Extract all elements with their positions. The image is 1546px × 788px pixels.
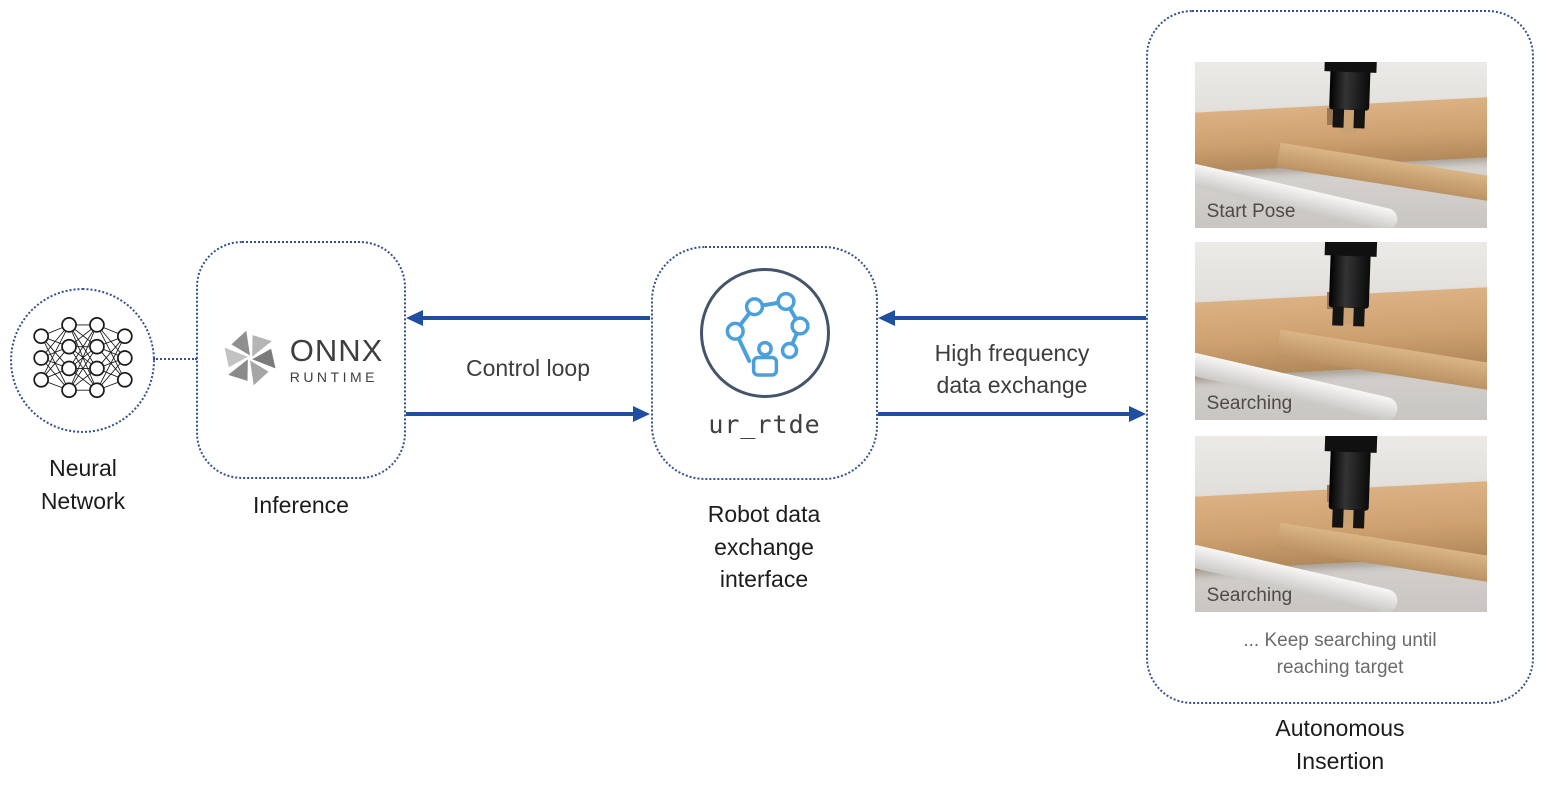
urrtde-node: ur_rtde bbox=[651, 246, 878, 480]
urrtde-code-label: ur_rtde bbox=[708, 410, 821, 439]
arrowhead-right-icon bbox=[1129, 406, 1146, 422]
photo-searching-2: Searching bbox=[1195, 436, 1487, 612]
arrow-urrtde-to-robot bbox=[878, 406, 1146, 422]
arrow-robot-to-urrtde bbox=[878, 310, 1146, 326]
keep-searching-note: ... Keep searching until reaching target bbox=[1243, 630, 1437, 678]
photo-start-pose: Start Pose bbox=[1195, 62, 1487, 228]
robot-gripper bbox=[1328, 242, 1371, 325]
wood-peg bbox=[1339, 109, 1358, 135]
urrtde-label: Robot data exchange interface bbox=[707, 501, 821, 593]
inference-label: Inference bbox=[253, 492, 349, 518]
photo-caption: Searching bbox=[1206, 392, 1293, 414]
photo-searching-1: Searching bbox=[1195, 242, 1487, 420]
photo-caption: Start Pose bbox=[1206, 201, 1296, 223]
neural-network-icon bbox=[22, 297, 144, 424]
photo-caption: Searching bbox=[1206, 584, 1293, 606]
arrow-urrtde-to-inference bbox=[406, 310, 650, 326]
onnx-runtime-logo: ONNX RUNTIME bbox=[219, 327, 384, 394]
neural-network-node bbox=[10, 288, 155, 433]
robot-gripper bbox=[1328, 436, 1372, 527]
inference-node: ONNX RUNTIME bbox=[196, 241, 406, 479]
wood-peg bbox=[1339, 509, 1357, 527]
robot-gripper bbox=[1328, 62, 1371, 135]
arrowhead-left-icon bbox=[878, 310, 895, 326]
autonomous-insertion-label: Autonomous Insertion bbox=[1275, 715, 1405, 774]
arrow-inference-to-urrtde bbox=[406, 406, 650, 422]
arrowhead-right-icon bbox=[633, 406, 650, 422]
dotted-connector bbox=[153, 358, 197, 360]
arrowhead-left-icon bbox=[406, 310, 423, 326]
onnx-pinwheel-icon bbox=[219, 327, 281, 394]
control-loop-label: Control loop bbox=[465, 355, 591, 381]
neural-network-label: Neural Network bbox=[40, 455, 126, 514]
onnx-wordmark-line2: RUNTIME bbox=[289, 369, 378, 385]
autonomous-insertion-node: Start Pose Searching Searching ... Keep … bbox=[1146, 10, 1534, 704]
onnx-wordmark: ONNX RUNTIME bbox=[290, 335, 384, 385]
wood-peg bbox=[1339, 307, 1358, 325]
onnx-wordmark-line1: ONNX bbox=[289, 333, 384, 368]
robot-arm-network-icon bbox=[699, 268, 830, 398]
high-frequency-label: High frequency data exchange bbox=[934, 340, 1090, 399]
